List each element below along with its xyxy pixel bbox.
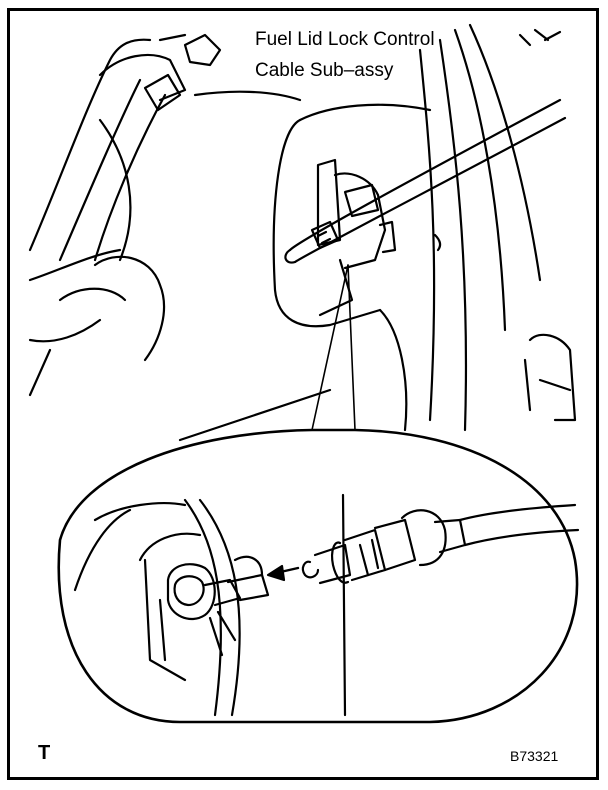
fuel-lid-housing xyxy=(272,103,432,328)
figure-frame xyxy=(7,8,599,780)
hose-assembly xyxy=(28,33,222,397)
figure-id: B73321 xyxy=(510,748,559,764)
callout-label-line1: Fuel Lid Lock Control xyxy=(255,29,435,50)
lock-control-cable xyxy=(284,98,567,264)
corner-letter: T xyxy=(38,742,51,764)
callout-label-line2: Cable Sub–assy xyxy=(255,60,394,81)
detail-view xyxy=(57,428,580,724)
body-panel xyxy=(378,23,577,432)
